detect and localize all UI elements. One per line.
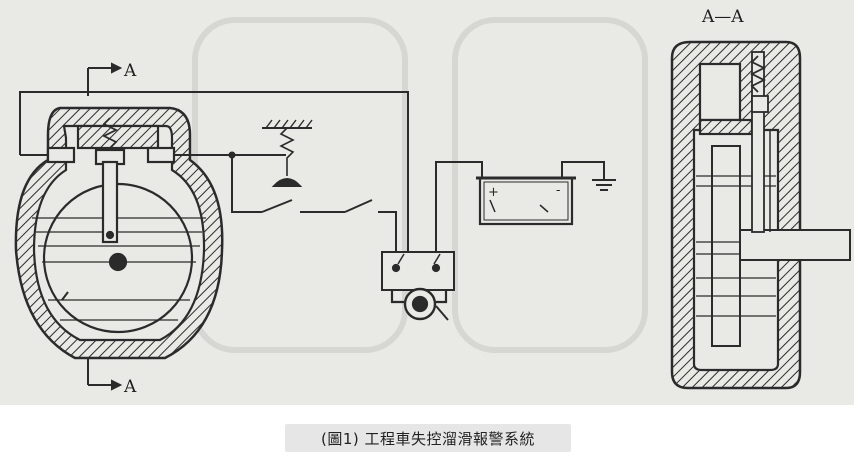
tank-assembly [14, 106, 224, 360]
section-mark-bottom: A [123, 377, 137, 397]
sensor-housing [76, 124, 160, 150]
caption-box: (圖1) 工程車失控溜滑報警系統 [285, 424, 571, 452]
sensor-spring [101, 117, 119, 149]
alarm-relay [381, 251, 455, 304]
figure-caption: (圖1) 工程車失控溜滑報警系統 [320, 429, 536, 448]
section-mark-top: A [123, 61, 137, 81]
battery [476, 176, 576, 226]
wiring [19, 91, 605, 260]
liquid-level-lines [32, 217, 206, 321]
section-view-title: A—A [701, 7, 744, 27]
diagram-figure: A A A—A + - [0, 0, 854, 405]
section-view-aa [670, 40, 851, 390]
contact-left [46, 146, 76, 164]
pressure-switch [262, 119, 313, 187]
contact-right [146, 146, 176, 164]
alarm-bell [403, 287, 449, 321]
battery-minus-label: - [556, 183, 560, 198]
battery-plus-label: + [488, 185, 499, 200]
ground-symbol [592, 179, 616, 191]
sensor-rod [101, 160, 119, 244]
schematic-drawing: A A A—A + - [14, 7, 851, 397]
